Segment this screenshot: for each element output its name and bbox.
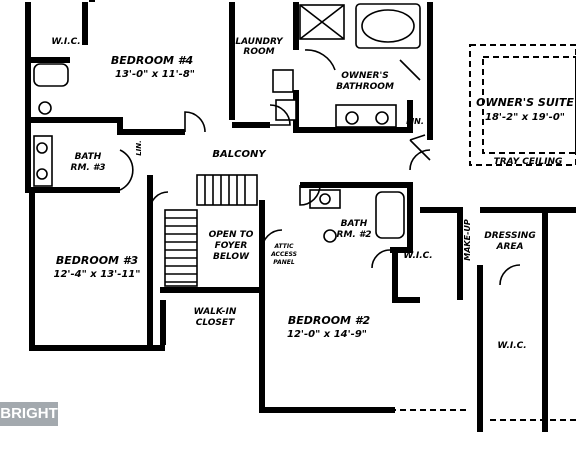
fixtures	[33, 3, 421, 243]
label-laundry-2: ROOM	[243, 47, 274, 57]
label-open-foyer-2: FOYER	[215, 241, 248, 251]
door-swings	[119, 49, 521, 286]
walls	[25, 0, 576, 432]
label-laundry-1: LAUNDRY	[235, 37, 284, 47]
label-owners-bath-1: OWNER'S	[341, 71, 388, 81]
label-linen-hall: LIN.	[135, 140, 143, 156]
label-bedroom2-size: 12'-0" x 14'-9"	[287, 329, 367, 340]
floor-plan: W.I.C. BEDROOM #4 13'-0" x 11'-8" LAUNDR…	[25, 0, 576, 432]
label-attic-3: PANEL	[273, 259, 295, 266]
label-dressing-1: DRESSING	[484, 231, 535, 241]
label-bedroom4: BEDROOM #4	[111, 54, 193, 67]
label-open-foyer-1: OPEN TO	[209, 230, 254, 240]
label-owners-suite: OWNER'S SUITE	[476, 96, 574, 109]
dashed-outline	[390, 409, 576, 421]
label-walkin-2: CLOSET	[196, 318, 235, 328]
label-linen-bath: LIN.	[406, 117, 424, 126]
label-bath3-2: RM. #3	[71, 163, 106, 173]
label-attic-1: ATTIC	[273, 243, 294, 250]
label-walkin-1: WALK-IN	[194, 307, 237, 317]
label-dressing-2: AREA	[495, 242, 523, 252]
label-bath2-1: BATH	[341, 219, 368, 229]
label-bath2-2: RM. #2	[337, 230, 372, 240]
label-bedroom3-size: 12'-4" x 13'-11"	[54, 269, 141, 280]
label-bedroom3: BEDROOM #3	[56, 254, 139, 267]
label-owners-bath-2: BATHROOM	[336, 82, 394, 92]
label-make-up: MAKE-UP	[463, 219, 472, 261]
tray-ceiling-inner	[482, 56, 576, 154]
watermark: BRIGHT MLS	[0, 402, 58, 446]
staircase	[164, 174, 258, 287]
label-bedroom2: BEDROOM #2	[288, 314, 371, 327]
label-attic-2: ACCESS	[270, 251, 297, 258]
label-wic-bottom: W.I.C.	[497, 341, 526, 351]
label-bath3-1: BATH	[75, 152, 102, 162]
label-bedroom4-size: 13'-0" x 11'-8"	[115, 69, 195, 80]
room-labels: W.I.C. BEDROOM #4 13'-0" x 11'-8" LAUNDR…	[51, 37, 574, 351]
label-open-foyer-3: BELOW	[213, 252, 250, 262]
label-wic-mid: W.I.C.	[403, 251, 432, 261]
label-balcony: BALCONY	[212, 149, 267, 160]
label-wic-top-left: W.I.C.	[51, 37, 80, 47]
label-owners-suite-size: 18'-2" x 19'-0"	[485, 112, 565, 123]
label-tray-ceiling: TRAY CEILING	[494, 157, 563, 167]
tray-ceiling-outline	[469, 44, 576, 166]
